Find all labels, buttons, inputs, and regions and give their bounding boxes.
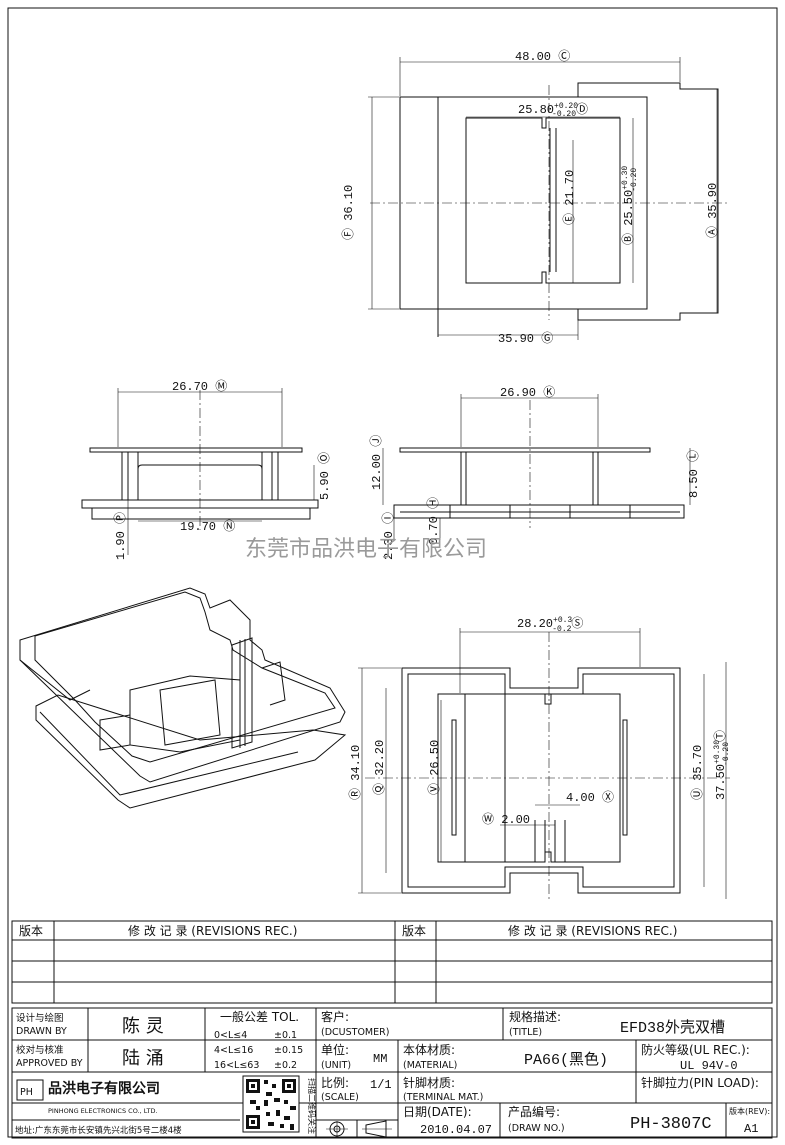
dim-X: 4.00 Ⓧ (566, 790, 614, 805)
date-value: 2010.04.07 (420, 1123, 492, 1137)
dim-T: 37.50+0.30-0.20Ⓣ (713, 730, 731, 800)
terminal-label-en: (TERMINAL MAT.) (403, 1092, 483, 1103)
revisions-table (11, 920, 773, 1004)
ul-value: UL 94V-0 (680, 1059, 738, 1073)
date-label: 日期(DATE): (403, 1105, 472, 1119)
drawing-frame (7, 7, 778, 1138)
tolerance-title: 一般公差 TOL. (220, 1009, 299, 1024)
dim-V: Ⓥ 26.50 (427, 740, 442, 795)
dim-I: 2.30 Ⓘ (381, 512, 396, 560)
unit-label-cn: 单位: (321, 1042, 349, 1057)
dim-U: Ⓤ 35.70 (690, 745, 705, 800)
title-label-en: (TITLE) (509, 1027, 542, 1038)
top-view (368, 57, 730, 340)
drawno-label-en: (DRAW NO.) (508, 1123, 565, 1134)
rev-col-record: 修 改 记 录 (REVISIONS REC.) (128, 923, 297, 938)
rev-col-version: 版本 (19, 924, 43, 938)
qr-side-text: 扫描二维码关注 (307, 1078, 317, 1134)
tol-range-3: 16<L≤63 (214, 1060, 259, 1071)
dim-W: Ⓦ 2.00 (482, 812, 530, 827)
dim-Q: Ⓠ 32.20 (372, 740, 387, 795)
watermark-text: 东莞市品洪电子有限公司 (245, 537, 487, 562)
ul-label: 防火等级(UL REC.): (641, 1042, 750, 1057)
front-view (81, 388, 319, 555)
dim-H: 0.70 Ⓗ (426, 497, 441, 545)
dim-O: 5.90 Ⓞ (317, 452, 332, 500)
pin-load-label: 针脚拉力(PIN LOAD): (641, 1075, 759, 1090)
material-label-cn: 本体材质: (403, 1043, 455, 1057)
rev-col-version-2: 版本 (402, 924, 426, 938)
dim-S: 28.20+0.3-0.2Ⓢ (517, 616, 583, 634)
dim-G: 35.90 Ⓖ (498, 331, 553, 346)
bottom-view (358, 628, 730, 900)
drawno-label-cn: 产品编号: (508, 1104, 560, 1119)
dim-D: 25.80+0.20-0.20Ⓓ (518, 102, 588, 119)
scale-label-cn: 比例: (321, 1076, 349, 1090)
customer-label-en: (DCUSTOMER) (321, 1027, 389, 1038)
drawno-value: PH-3807C (630, 1115, 712, 1134)
terminal-label-cn: 针脚材质: (403, 1075, 455, 1090)
tol-value-3: ±0.2 (274, 1060, 297, 1071)
dim-C: 48.00 Ⓒ (515, 49, 570, 64)
tol-range-1: 0<L≤4 (214, 1030, 247, 1041)
dim-N: 19.70 Ⓝ (180, 519, 235, 534)
checker-label-cn: 校对与核准 (16, 1044, 64, 1056)
projection-symbol-icon (326, 1120, 392, 1138)
scale-label-en: (SCALE) (321, 1092, 359, 1103)
dim-P: 1.90 Ⓟ (113, 512, 128, 560)
dim-K: 26.90 Ⓚ (500, 385, 555, 400)
isometric-view (19, 587, 347, 809)
dim-L: 8.50 Ⓛ (686, 450, 701, 498)
dim-E: Ⓔ 21.70 (562, 170, 577, 225)
company-logo-text: PH (20, 1087, 33, 1098)
rev-label: 版本(REV): (729, 1106, 770, 1116)
scale-value: 1/1 (370, 1078, 392, 1092)
rev-col-record-2: 修 改 记 录 (REVISIONS REC.) (508, 923, 677, 938)
dim-M: 26.70 Ⓜ (172, 379, 227, 394)
dim-R: Ⓡ 34.10 (348, 745, 363, 800)
dim-F: Ⓕ 36.10 (341, 185, 356, 240)
company-logo (16, 1079, 44, 1101)
material-value: PA66(黑色) (524, 1051, 608, 1069)
unit-label-en: (UNIT) (321, 1060, 351, 1071)
checker-value: 陆 涌 (122, 1048, 164, 1069)
checker-label-en: APPROVED BY (16, 1058, 83, 1069)
title-value: EFD38外壳双槽 (620, 1019, 725, 1037)
dim-A: Ⓐ 35.90 (705, 183, 720, 238)
unit-value: MM (373, 1052, 387, 1066)
company-address: 地址:广东东莞市长安镇先兴北街5号二楼4楼 (15, 1125, 182, 1136)
designer-label-cn: 设计与绘图 (16, 1012, 64, 1024)
side-view (382, 394, 691, 540)
customer-label-cn: 客户: (321, 1009, 349, 1024)
dim-J: 12.00 Ⓙ (369, 435, 384, 490)
title-label-cn: 规格描述: (509, 1009, 561, 1024)
tol-value-2: ±0.15 (274, 1045, 303, 1056)
title-block (11, 1007, 773, 1139)
company-name-cn: 品洪电子有限公司 (48, 1080, 160, 1097)
designer-label-en: DRAWN BY (16, 1026, 67, 1037)
material-label-en: (MATERIAL) (403, 1060, 457, 1071)
designer-value: 陈 灵 (122, 1016, 164, 1037)
tol-range-2: 4<L≤16 (214, 1045, 253, 1056)
dim-B: Ⓑ 25.50+0.30-0.20 (621, 166, 639, 245)
qr-code (242, 1075, 300, 1133)
company-name-en: PINHONG ELECTRONICS CO., LTD. (48, 1107, 158, 1115)
rev-value: A1 (744, 1122, 758, 1136)
tol-value-1: ±0.1 (274, 1030, 297, 1041)
